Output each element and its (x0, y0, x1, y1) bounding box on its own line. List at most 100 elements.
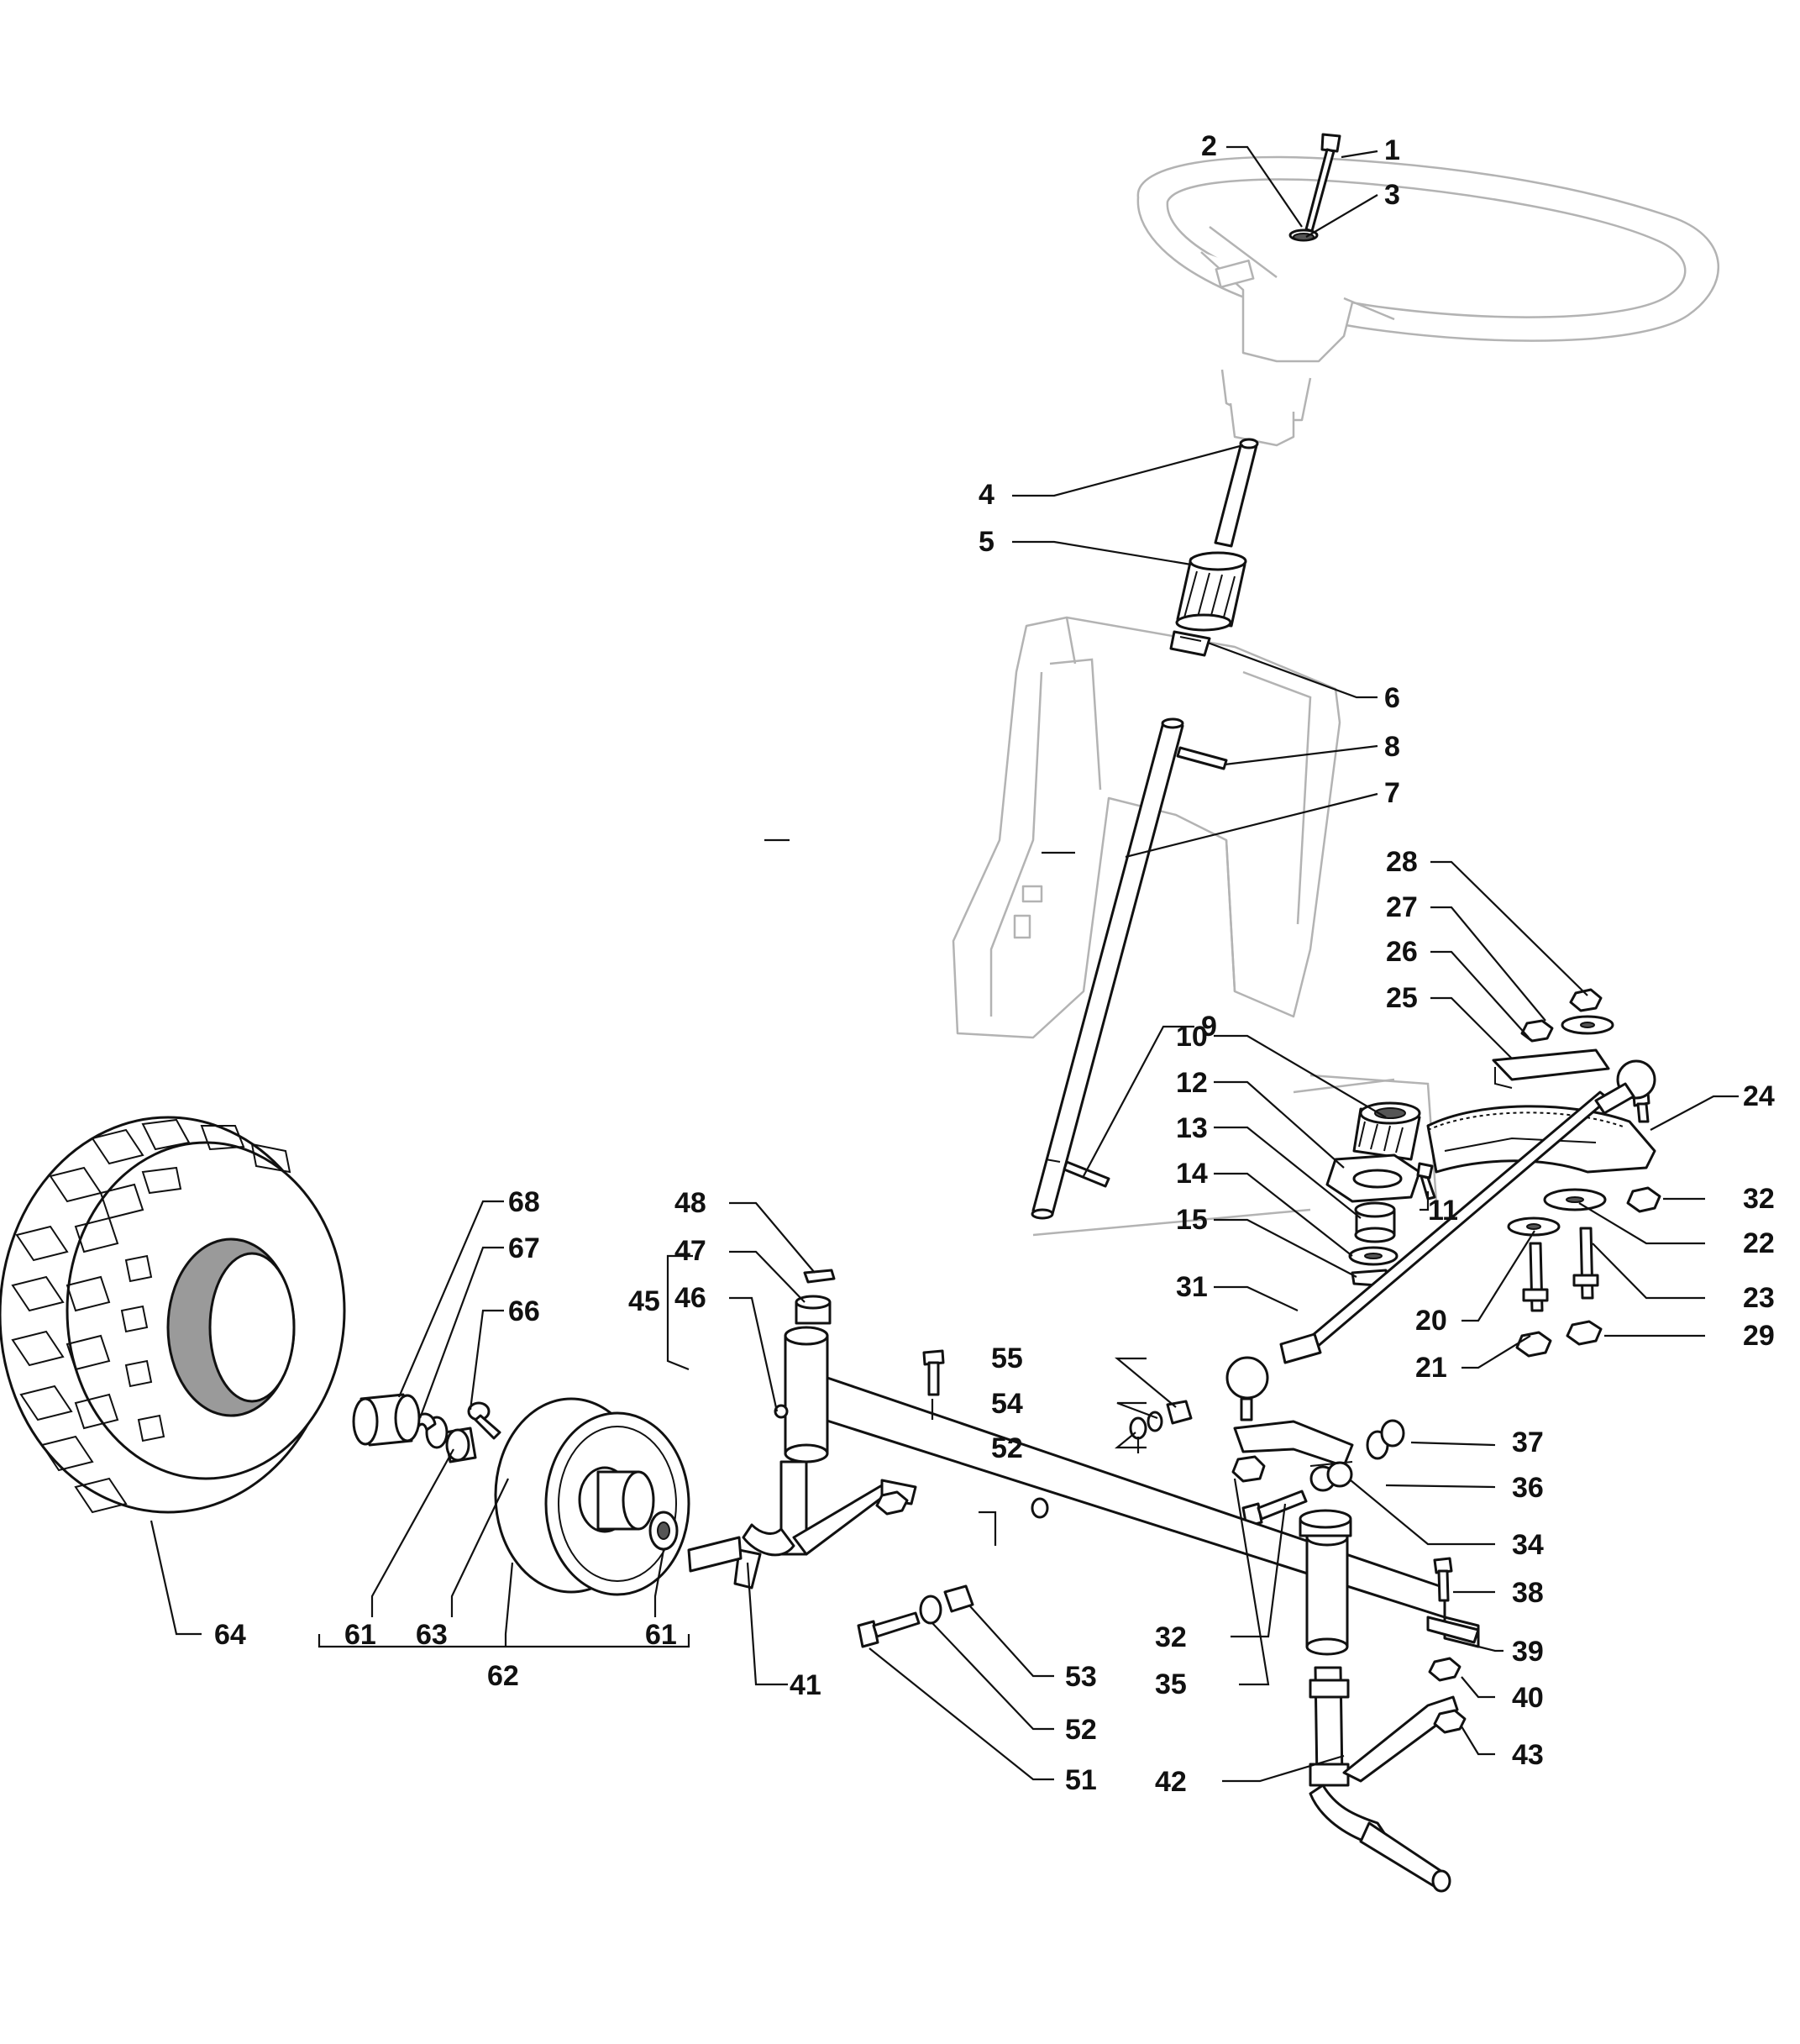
callout-39: 39 (1512, 1636, 1544, 1668)
callout-20: 20 (1415, 1305, 1447, 1337)
left-pivot-tube (784, 1326, 829, 1463)
callout-7: 7 (1384, 777, 1400, 809)
callout-63: 63 (416, 1619, 448, 1651)
nut-axle-left (875, 1490, 909, 1516)
stud-21 (1522, 1242, 1549, 1312)
callout-38: 38 (1512, 1577, 1544, 1609)
bolt-38 (1433, 1557, 1453, 1602)
steering-wheel-bolt (1288, 133, 1341, 242)
callout-29: 29 (1743, 1320, 1775, 1352)
callout-55: 55 (991, 1343, 1023, 1374)
nut-28 (1569, 988, 1603, 1012)
bearing-61-right (648, 1511, 679, 1551)
callout-40: 40 (1512, 1682, 1544, 1714)
bushing-13 (1354, 1201, 1396, 1243)
callout-8: 8 (1384, 731, 1400, 763)
wheel-rim (494, 1397, 690, 1596)
callout-52a: 52 (991, 1432, 1023, 1464)
callout-32a: 32 (1743, 1183, 1775, 1215)
spacer-55 (1166, 1400, 1193, 1425)
callout-32b: 32 (1155, 1621, 1187, 1653)
callout-36: 36 (1512, 1472, 1544, 1504)
callout-34: 34 (1512, 1529, 1544, 1561)
callout-25: 25 (1386, 982, 1418, 1014)
callout-51: 51 (1065, 1764, 1097, 1796)
nut-21-lower (1515, 1331, 1552, 1358)
stud-23 (1572, 1227, 1599, 1300)
callout-2: 2 (1201, 130, 1217, 162)
callout-64: 64 (214, 1619, 246, 1651)
washer-52-lower (919, 1595, 942, 1625)
callout-54: 54 (991, 1388, 1023, 1420)
washer-22 (1543, 1188, 1607, 1211)
bolt-11 (1416, 1162, 1436, 1201)
pin-9 (1063, 1160, 1110, 1188)
callout-68: 68 (508, 1186, 540, 1218)
callout-27: 27 (1386, 891, 1418, 923)
upper-shaft (1214, 438, 1259, 548)
callout-4: 4 (979, 479, 994, 511)
clip-48 (803, 1269, 836, 1284)
bolt-46 (774, 1404, 789, 1419)
callout-10: 10 (1176, 1021, 1208, 1053)
nut-43 (1433, 1709, 1467, 1734)
bushing-47 (795, 1295, 832, 1325)
nut-32-upper (1626, 1186, 1661, 1213)
callout-13: 13 (1176, 1112, 1208, 1144)
steering-column (1031, 717, 1184, 1220)
callout-45: 45 (628, 1285, 660, 1317)
steering-arm (1233, 1420, 1354, 1492)
tire (0, 1116, 346, 1514)
callout-46: 46 (674, 1282, 706, 1314)
left-spindle (687, 1460, 917, 1589)
callout-66: 66 (508, 1295, 540, 1327)
splined-coupler (1175, 551, 1247, 632)
callout-62: 62 (487, 1660, 519, 1692)
grease-fitting (467, 1401, 501, 1440)
callout-15: 15 (1176, 1204, 1208, 1236)
leader-lines (150, 145, 1739, 1783)
pivot-plate (1492, 1048, 1610, 1089)
retaining-clip (1169, 630, 1211, 657)
callout-labels: 1 2 3 4 5 6 8 7 9 10 12 13 14 15 11 31 2… (214, 130, 1775, 1798)
callout-41: 41 (790, 1669, 821, 1701)
nut-29 (1566, 1320, 1603, 1346)
nut-26 (1520, 1019, 1554, 1043)
right-spindle (1309, 1666, 1459, 1893)
callout-53: 53 (1065, 1661, 1097, 1693)
callout-42: 42 (1155, 1766, 1187, 1798)
callout-52b: 52 (1065, 1714, 1097, 1746)
nut-32-lower (1231, 1455, 1266, 1483)
spacer-53 (943, 1584, 974, 1613)
pin-8 (1176, 746, 1228, 770)
callout-5: 5 (979, 526, 994, 558)
callout-26: 26 (1386, 936, 1418, 968)
callout-48: 48 (674, 1187, 706, 1219)
callout-35: 35 (1155, 1668, 1187, 1700)
callout-14: 14 (1176, 1158, 1208, 1190)
callout-22: 22 (1743, 1227, 1775, 1259)
washer-27 (1561, 1015, 1614, 1035)
callout-24: 24 (1743, 1080, 1775, 1112)
steering-wheel (1136, 155, 1719, 447)
callout-1: 1 (1384, 134, 1400, 166)
nut-40 (1428, 1657, 1462, 1682)
callout-11: 11 (1428, 1195, 1458, 1227)
right-pivot-tube (1299, 1509, 1352, 1656)
callout-31: 31 (1176, 1271, 1208, 1303)
washer-14 (1348, 1246, 1399, 1266)
axle-bolt-top (922, 1349, 945, 1396)
callout-47: 47 (674, 1235, 706, 1267)
callout-28: 28 (1386, 846, 1418, 878)
callout-61b: 61 (645, 1619, 677, 1651)
callout-67: 67 (508, 1232, 540, 1264)
pinion-gear (1352, 1101, 1421, 1161)
bolt-51 (857, 1611, 921, 1648)
callout-21: 21 (1415, 1352, 1447, 1384)
callout-12: 12 (1176, 1067, 1208, 1099)
callout-23: 23 (1743, 1282, 1775, 1314)
frame-ghost (952, 616, 1341, 1039)
nut-37 (1380, 1419, 1405, 1448)
washer-20 (1507, 1216, 1561, 1237)
drag-link (1225, 1059, 1656, 1421)
